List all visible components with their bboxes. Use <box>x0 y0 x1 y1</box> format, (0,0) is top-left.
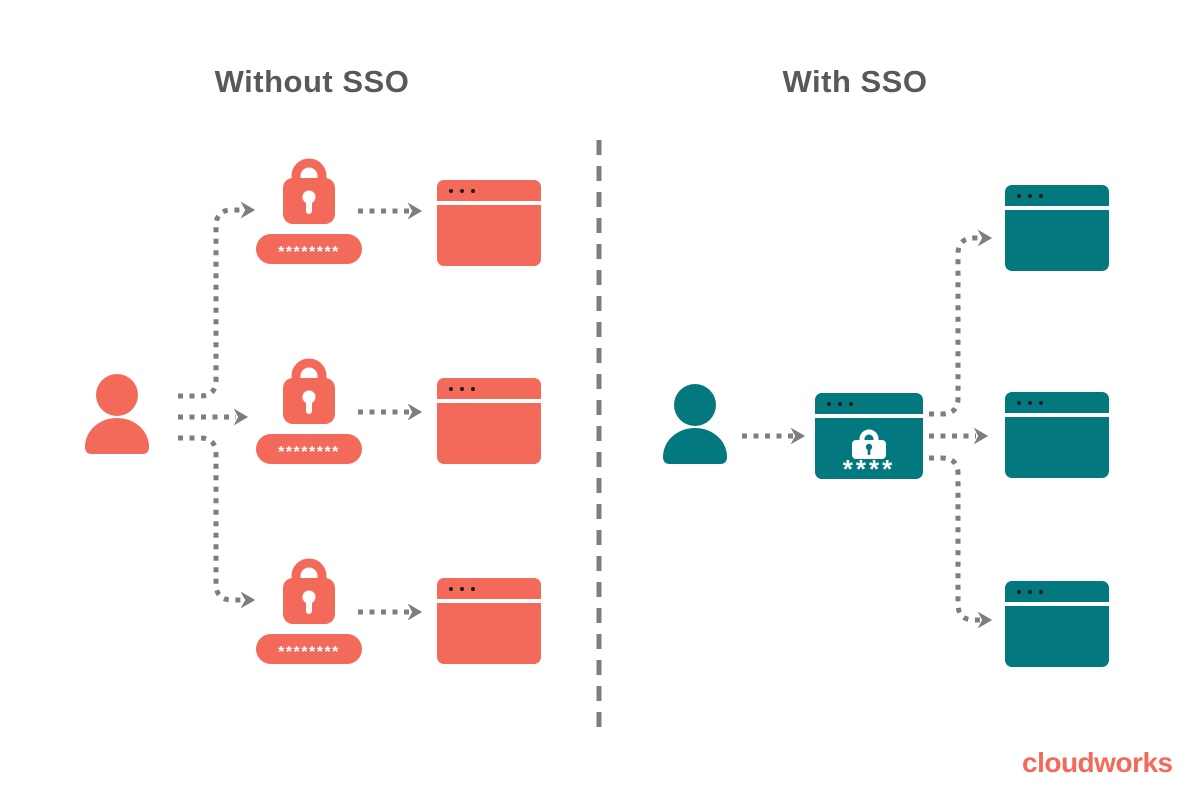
window-dot <box>1039 400 1043 405</box>
arrow-sso-to-app-3 <box>929 455 993 629</box>
window-separator <box>1005 206 1109 210</box>
lock-icon <box>283 358 335 424</box>
window-dot <box>1039 589 1043 594</box>
password-mask-text: ******** <box>278 444 340 461</box>
lock-icon <box>283 558 335 624</box>
cloudworks-logo: cloudworks <box>1022 747 1173 778</box>
window-titlebar <box>1005 392 1109 413</box>
window-separator <box>437 201 541 205</box>
password-field-3: ******** <box>256 634 362 664</box>
window-dot <box>1017 400 1021 405</box>
window-dot <box>460 188 464 193</box>
app-window-right-3 <box>1005 581 1109 667</box>
password-mask-text: ******** <box>278 244 340 261</box>
window-body <box>1005 210 1109 271</box>
window-titlebar <box>815 393 923 414</box>
window-dot <box>1028 400 1032 405</box>
app-window-left-3 <box>437 578 541 664</box>
user-icon-right <box>655 384 735 469</box>
arrow-user-to-lock-1 <box>178 201 256 399</box>
password-mask-text: ******** <box>278 644 340 661</box>
window-dot <box>460 586 464 591</box>
person-icon <box>85 374 149 454</box>
window-separator <box>437 599 541 603</box>
user-icon-left <box>78 374 156 459</box>
lock-icon <box>283 158 335 224</box>
window-titlebar <box>437 578 541 599</box>
window-dot <box>1017 193 1021 198</box>
app-window-right-1 <box>1005 185 1109 271</box>
window-dot <box>449 386 453 391</box>
credential-group-1: ******** <box>256 156 362 264</box>
credential-group-3: ******** <box>256 556 362 664</box>
password-field-1: ******** <box>256 234 362 264</box>
password-field-2: ******** <box>256 434 362 464</box>
window-body <box>437 403 541 464</box>
window-dot <box>838 401 842 406</box>
window-separator <box>1005 413 1109 417</box>
lock-icon <box>852 429 886 459</box>
sso-login-window: **** <box>815 393 923 479</box>
window-dot <box>1028 193 1032 198</box>
sso-window-body: **** <box>815 418 923 479</box>
window-separator <box>815 414 923 418</box>
window-titlebar <box>437 378 541 399</box>
without-sso-title: Without SSO <box>214 64 410 99</box>
window-titlebar <box>1005 185 1109 206</box>
credential-group-2: ******** <box>256 356 362 464</box>
arrow-user-to-lock-3 <box>178 435 256 609</box>
window-body <box>1005 606 1109 667</box>
window-dot <box>849 401 853 406</box>
window-dot <box>1039 193 1043 198</box>
app-window-left-1 <box>437 180 541 266</box>
window-body <box>1005 417 1109 478</box>
window-titlebar <box>1005 581 1109 602</box>
window-dot <box>1017 589 1021 594</box>
app-window-left-2 <box>437 378 541 464</box>
window-dot <box>471 586 475 591</box>
window-dot <box>827 401 831 406</box>
sso-password-mask: **** <box>842 453 896 480</box>
window-separator <box>437 399 541 403</box>
person-icon <box>663 384 727 464</box>
window-dot <box>460 386 464 391</box>
window-titlebar <box>437 180 541 201</box>
window-dot <box>471 386 475 391</box>
window-dot <box>449 188 453 193</box>
window-body <box>437 205 541 266</box>
window-body <box>437 603 541 664</box>
window-dot <box>449 586 453 591</box>
app-window-right-2 <box>1005 392 1109 478</box>
arrow-sso-to-app-1 <box>929 229 993 417</box>
with-sso-title: With SSO <box>782 64 928 99</box>
window-separator <box>1005 602 1109 606</box>
window-dot <box>471 188 475 193</box>
window-dot <box>1028 589 1032 594</box>
